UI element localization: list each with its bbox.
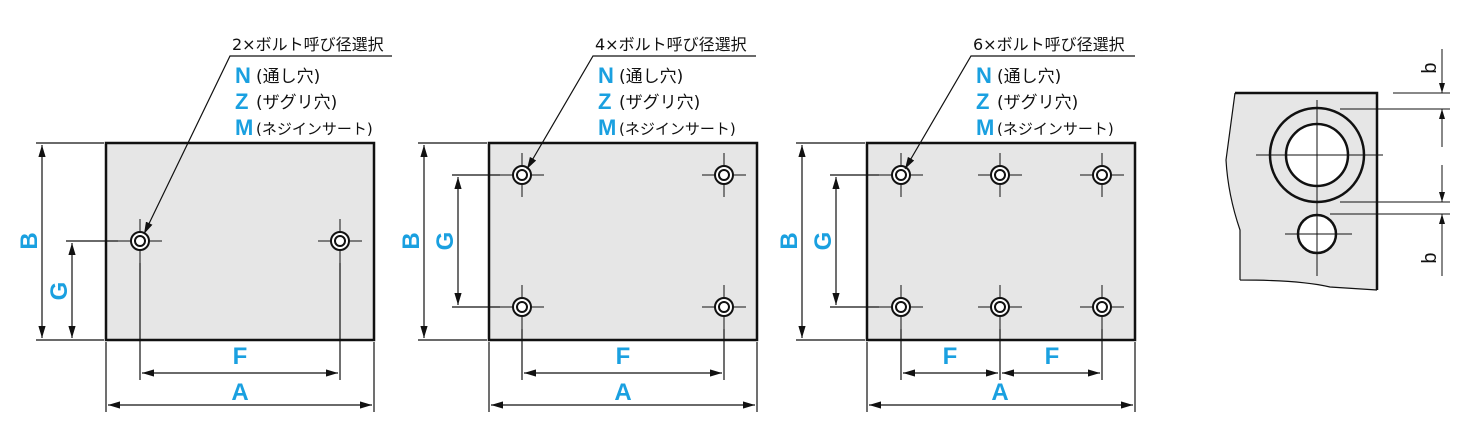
- option-desc: (通し穴): [997, 67, 1061, 87]
- dim-F: F: [233, 343, 248, 370]
- dim-G: G: [810, 232, 837, 251]
- dim-F: F: [1045, 343, 1060, 370]
- dim-B: B: [16, 232, 43, 249]
- dim-G: G: [432, 232, 459, 251]
- option-desc: (ネジインサート): [619, 120, 736, 138]
- dimension-lines: [796, 55, 1136, 412]
- option-desc: (通し穴): [256, 67, 320, 87]
- option-code: Z: [235, 89, 248, 114]
- option-code: N: [976, 63, 992, 88]
- option-desc: (ザグリ穴): [256, 93, 337, 113]
- dim-G: G: [46, 282, 73, 301]
- option-code: N: [235, 63, 251, 88]
- hole-detail: b b: [1225, 49, 1450, 291]
- dim-b-bottom: b: [1419, 252, 1441, 263]
- bolt-selection-title: 4×ボルト呼び径選択: [595, 35, 747, 54]
- option-list: N(通し穴) Z (ザグリ穴) M(ネジインサート): [235, 63, 373, 140]
- dim-A: A: [991, 379, 1008, 406]
- option-code: Z: [976, 89, 989, 114]
- option-code: M: [976, 115, 994, 140]
- panel-2-bolt: B G F A 2×ボルト呼び径選択 N(通し穴) Z (ザグリ穴) M(ネジイン…: [16, 35, 392, 412]
- option-code: N: [598, 63, 614, 88]
- dimension-lines: [418, 55, 758, 412]
- dim-b-top: b: [1419, 62, 1441, 73]
- panel-6-bolt: B G F F A 6×ボルト呼び径選択 N(通し穴) Z (ザグリ穴) M(ネジ…: [776, 35, 1137, 412]
- dim-B: B: [398, 232, 425, 249]
- dim-F: F: [616, 343, 631, 370]
- option-list: N(通し穴) Z (ザグリ穴) M(ネジインサート): [976, 63, 1114, 140]
- panel-4-bolt: B G F A 4×ボルト呼び径選択 N(通し穴) Z (ザグリ穴) M(ネジイン…: [398, 35, 759, 412]
- option-desc: (通し穴): [619, 67, 683, 87]
- option-list: N(通し穴) Z (ザグリ穴) M(ネジインサート): [598, 63, 736, 140]
- option-code: M: [235, 115, 253, 140]
- option-code: Z: [598, 89, 611, 114]
- bolt-selection-title: 2×ボルト呼び径選択: [232, 35, 384, 54]
- dim-F: F: [943, 343, 958, 370]
- option-desc: (ザグリ穴): [619, 93, 700, 113]
- option-desc: (ザグリ穴): [997, 93, 1078, 113]
- dim-A: A: [231, 379, 248, 406]
- option-code: M: [598, 115, 616, 140]
- option-desc: (ネジインサート): [997, 120, 1114, 138]
- option-desc: (ネジインサート): [256, 120, 373, 138]
- dimension-lines: [36, 55, 392, 412]
- dim-B: B: [776, 232, 803, 249]
- bolt-selection-title: 6×ボルト呼び径選択: [973, 35, 1125, 54]
- dim-A: A: [614, 379, 631, 406]
